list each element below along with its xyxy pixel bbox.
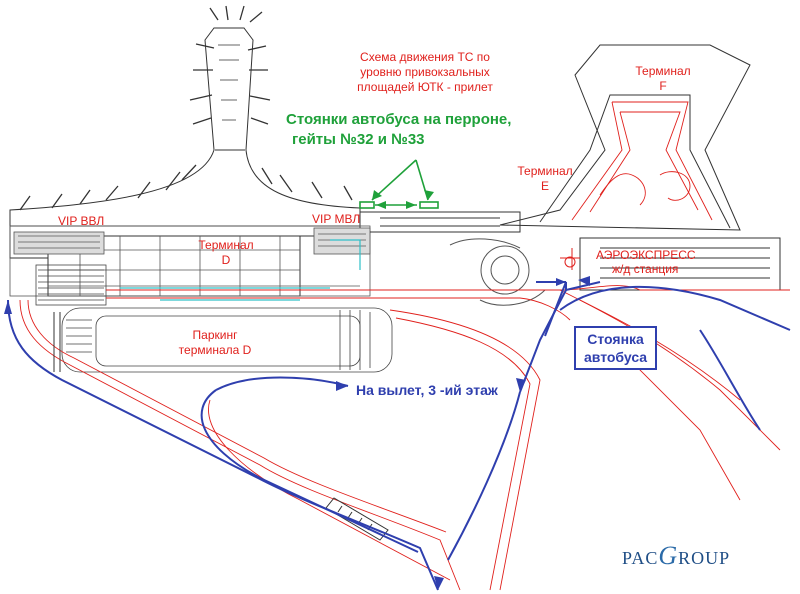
terminal-e-line-1: Терминал xyxy=(517,164,573,178)
map-title-line-2: уровню привокзальных xyxy=(360,65,490,79)
parking-d-label: Паркинг терминала D xyxy=(160,328,270,358)
red-markings xyxy=(560,248,580,270)
logo-part-1: PAC xyxy=(622,548,659,568)
bus-stand-line-2: автобуса xyxy=(584,349,648,365)
bus-stand-label: Стоянка автобуса xyxy=(574,326,658,370)
jet-bridges xyxy=(19,5,353,211)
aeroexpress-line-1: АЭРОЭКСПРЕСС xyxy=(596,248,696,262)
bus-stops-label: Стоянки автобуса на перроне, гейты №32 и… xyxy=(286,110,511,150)
map-title: Схема движения ТС по уровню привокзальны… xyxy=(330,50,520,95)
corridor xyxy=(360,211,521,233)
terminal-d-core xyxy=(9,225,371,297)
parking-d-line-1: Паркинг xyxy=(192,328,238,342)
pac-group-logo: PACGROUP xyxy=(622,541,730,571)
terminal-d-label: Терминал D xyxy=(186,238,266,268)
cyan-paths xyxy=(120,239,361,301)
logo-part-2: G xyxy=(658,541,679,570)
bus-stop-markers xyxy=(359,159,439,209)
parking-d-line-2: терминала D xyxy=(178,343,252,357)
route-arrows xyxy=(4,276,590,590)
roundabouts xyxy=(449,238,546,306)
aeroexpress-label: АЭРОЭКСПРЕСС ж/д станция xyxy=(596,248,696,276)
vip-mvl-label: VIP МВЛ xyxy=(312,212,361,226)
terminal-d-line-1: Терминал xyxy=(198,238,254,252)
terminal-f-label: Терминал F xyxy=(628,64,698,94)
departure-label: На вылет, 3 -ий этаж xyxy=(356,382,498,398)
parking-bays xyxy=(53,312,389,541)
terminal-f-line-1: Терминал xyxy=(635,64,691,78)
bus-stand-line-1: Стоянка xyxy=(587,331,644,347)
aeroexpress-line-2: ж/д станция xyxy=(612,262,679,276)
logo-part-3: ROUP xyxy=(678,548,731,568)
map-title-line-1: Схема движения ТС по xyxy=(360,50,490,64)
bus-stop-arrowheads xyxy=(372,190,434,209)
terminal-e-label: Терминал E xyxy=(510,164,580,194)
terminal-d-building xyxy=(9,27,361,297)
bus-route xyxy=(7,281,791,591)
terminal-f-line-2: F xyxy=(659,79,667,93)
terminal-f-roads xyxy=(571,101,713,221)
parking-d-structure xyxy=(35,264,393,373)
terminal-e-line-2: E xyxy=(540,179,549,193)
vip-vvl-label: VIP ВВЛ xyxy=(58,214,105,228)
map-title-line-3: площадей ЮТК - прилет xyxy=(357,80,493,94)
bus-stops-line-2: гейты №32 и №33 xyxy=(292,131,425,148)
bus-stops-line-1: Стоянки автобуса на перроне, xyxy=(286,111,512,128)
terminal-d-line-2: D xyxy=(221,253,231,267)
